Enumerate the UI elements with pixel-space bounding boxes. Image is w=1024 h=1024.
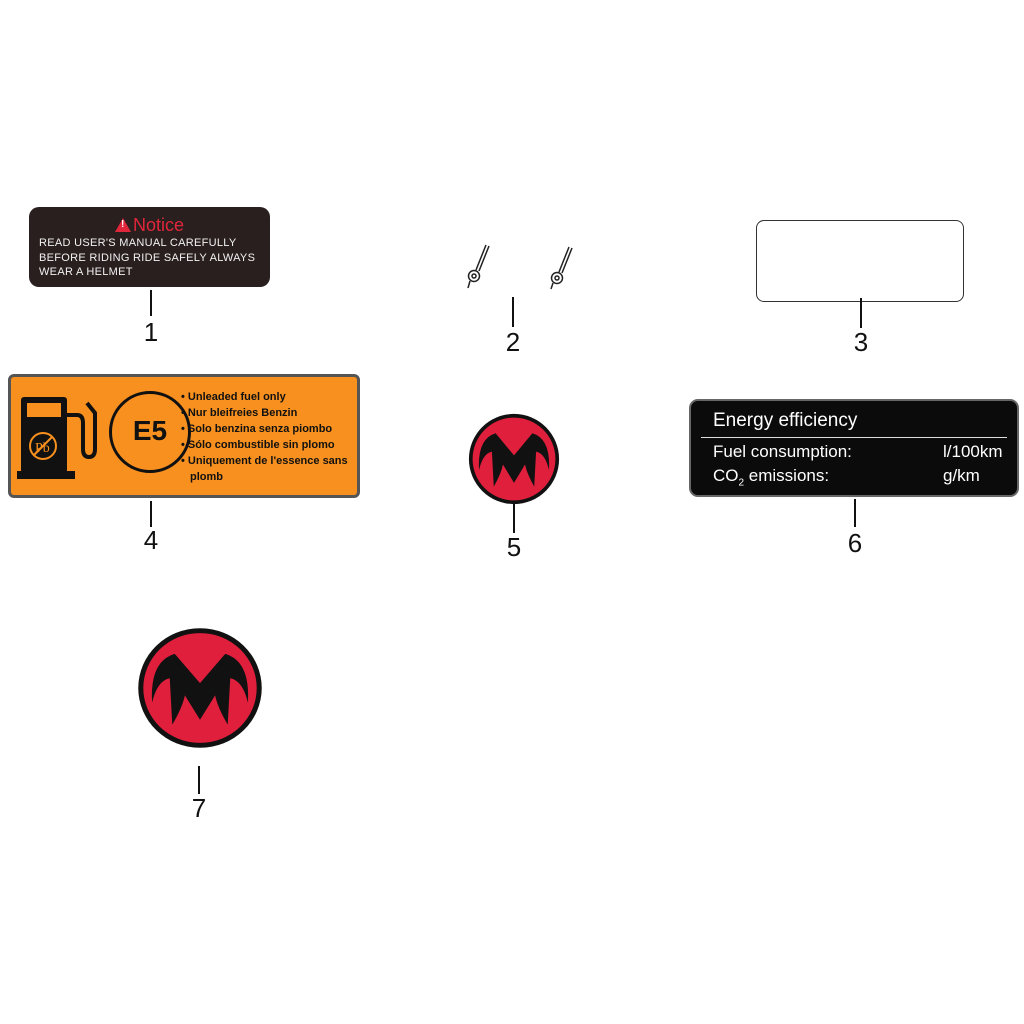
fuel-consumption-unit: l/100km	[943, 442, 1003, 461]
notice-title-text: Notice	[132, 215, 185, 235]
leader-line-6	[854, 499, 856, 527]
rivet-right-icon	[550, 246, 573, 290]
co2-emissions-unit: g/km	[943, 466, 980, 485]
leader-line-7	[198, 766, 200, 794]
fuel-line-3: • Solo benzina senza piombo	[181, 423, 333, 435]
blank-label	[756, 220, 964, 302]
fuel-line-1: • Unleaded fuel only	[181, 391, 286, 403]
energy-label: Energy efficiency Fuel consumption: l/10…	[689, 399, 1019, 497]
co2-label-text: emissions:	[744, 466, 830, 485]
fuel-line-4: • Sólo combustible sin plomo	[181, 439, 335, 451]
callout-1: 1	[143, 317, 159, 347]
callout-7: 7	[191, 793, 207, 823]
rivets-drawing	[467, 244, 573, 290]
energy-title: Energy efficiency	[713, 410, 858, 431]
callout-3: 3	[853, 327, 869, 357]
brand-logo-large-icon	[138, 628, 262, 748]
leader-line-3	[860, 298, 862, 328]
fuel-pump-icon: Pb	[17, 397, 97, 479]
fuel-line-2: • Nur bleifreies Benzin	[181, 407, 298, 419]
notice-line-3: WEAR A HELMET	[39, 266, 133, 278]
notice-line-1: READ USER'S MANUAL CAREFULLY	[39, 237, 237, 249]
leader-line-5	[513, 503, 515, 533]
leader-line-1	[150, 290, 152, 316]
callout-5: 5	[506, 532, 522, 562]
leader-line-2	[512, 297, 514, 327]
fuel-line-5: • Uniquement de l'essence sans	[181, 455, 348, 467]
co2-prefix: CO	[713, 466, 739, 485]
co2-subscript: 2	[738, 477, 745, 489]
energy-divider	[701, 437, 1007, 438]
notice-title: Notice	[29, 215, 270, 236]
fuel-line-6: plomb	[190, 471, 223, 483]
notice-label: Notice READ USER'S MANUAL CAREFULLY BEFO…	[29, 207, 270, 287]
rivet-left-icon	[467, 244, 490, 289]
e5-badge: E5	[132, 415, 168, 446]
co2-emissions-label: CO2 emissions:	[713, 466, 829, 488]
notice-line-2: BEFORE RIDING RIDE SAFELY ALWAYS	[39, 252, 256, 264]
warning-triangle-icon	[114, 218, 131, 232]
e5-circle	[109, 391, 191, 473]
leader-line-4	[150, 501, 152, 527]
callout-6: 6	[847, 528, 863, 558]
svg-text:Pb: Pb	[35, 441, 50, 456]
brand-logo-small-icon	[468, 413, 560, 505]
fuel-consumption-label: Fuel consumption:	[713, 442, 852, 461]
fuel-label: Pb E5 • Unleaded fuel only • Nur bleifre…	[8, 374, 360, 498]
callout-2: 2	[505, 327, 521, 357]
callout-4: 4	[143, 525, 159, 555]
